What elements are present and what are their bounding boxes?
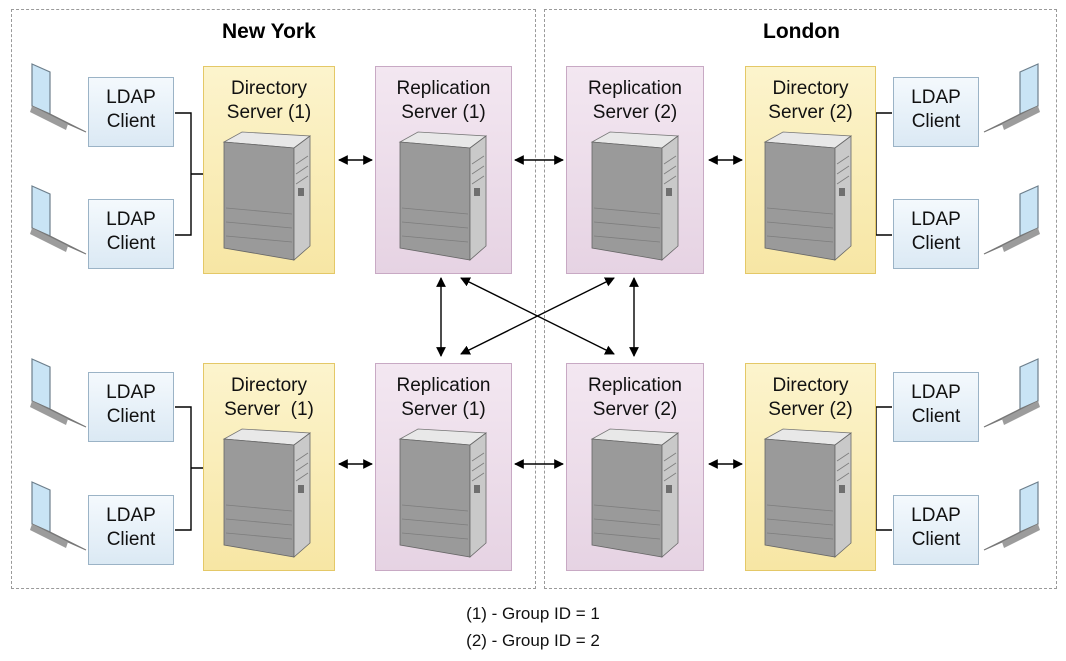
node-label-1: Replication: [396, 78, 491, 99]
ldap-client-ny-3: LDAP Client: [88, 372, 174, 442]
laptop-icon: [983, 358, 1040, 428]
server-icon: [222, 428, 312, 558]
laptop-icon: [983, 185, 1040, 255]
node-label-1: Directory: [772, 78, 849, 99]
legend-group-1: (1) - Group ID = 1: [466, 604, 600, 623]
client-label-1: LDAP: [911, 382, 961, 403]
node-label-1: Directory: [230, 375, 307, 396]
ldap-client-london-4: LDAP Client: [893, 495, 979, 565]
ldap-client-london-3: LDAP Client: [893, 372, 979, 442]
ldap-client-ny-1: LDAP Client: [88, 77, 174, 147]
node-label-2: Server (1): [226, 102, 312, 123]
ldap-client-london-2: LDAP Client: [893, 199, 979, 269]
client-label-1: LDAP: [911, 505, 961, 526]
london-title: London: [763, 20, 840, 43]
node-label-1: Replication: [588, 78, 682, 99]
node-label-2: Server (1): [401, 102, 486, 123]
ldap-client-london-1: LDAP Client: [893, 77, 979, 147]
client-label-1: LDAP: [106, 505, 156, 526]
client-label-2: Client: [911, 406, 961, 427]
laptop-icon: [30, 185, 87, 255]
client-link-bl: [175, 406, 204, 531]
server-icon: [763, 428, 853, 558]
client-label-2: Client: [911, 111, 961, 132]
client-label-1: LDAP: [106, 87, 156, 108]
node-label-2: Server (2): [592, 399, 678, 420]
node-label-1: Replication: [396, 375, 491, 396]
legend-group-2: (2) - Group ID = 2: [466, 631, 600, 650]
laptop-icon: [30, 481, 87, 551]
node-label-1: Replication: [588, 375, 682, 396]
node-label-1: Directory: [230, 78, 307, 99]
client-label-2: Client: [106, 111, 156, 132]
ldap-client-ny-4: LDAP Client: [88, 495, 174, 565]
node-label-2: Server (1): [401, 399, 486, 420]
server-icon: [590, 428, 680, 558]
client-label-2: Client: [911, 233, 961, 254]
server-icon: [398, 131, 488, 261]
server-icon: [590, 131, 680, 261]
node-label-2: Server (2): [592, 102, 678, 123]
laptop-icon: [983, 63, 1040, 133]
client-label-1: LDAP: [911, 209, 961, 230]
client-link-tl: [175, 112, 204, 236]
server-icon: [398, 428, 488, 558]
laptop-icon: [983, 481, 1040, 551]
node-label-2: Server (2): [768, 102, 853, 123]
client-label-2: Client: [106, 233, 156, 254]
new-york-title: New York: [222, 20, 316, 43]
ldap-client-ny-2: LDAP Client: [88, 199, 174, 269]
laptop-icon: [30, 63, 87, 133]
client-label-1: LDAP: [106, 382, 156, 403]
node-label-2: Server (1): [224, 399, 314, 420]
node-label-2: Server (2): [768, 399, 853, 420]
node-label-1: Directory: [772, 375, 849, 396]
client-label-2: Client: [106, 406, 156, 427]
client-label-2: Client: [911, 529, 961, 550]
laptop-icon: [30, 358, 87, 428]
client-label-1: LDAP: [106, 209, 156, 230]
client-label-1: LDAP: [911, 87, 961, 108]
server-icon: [222, 131, 312, 261]
arrow-rs-diagonal-2: [460, 277, 615, 355]
client-label-2: Client: [106, 529, 156, 550]
server-icon: [763, 131, 853, 261]
